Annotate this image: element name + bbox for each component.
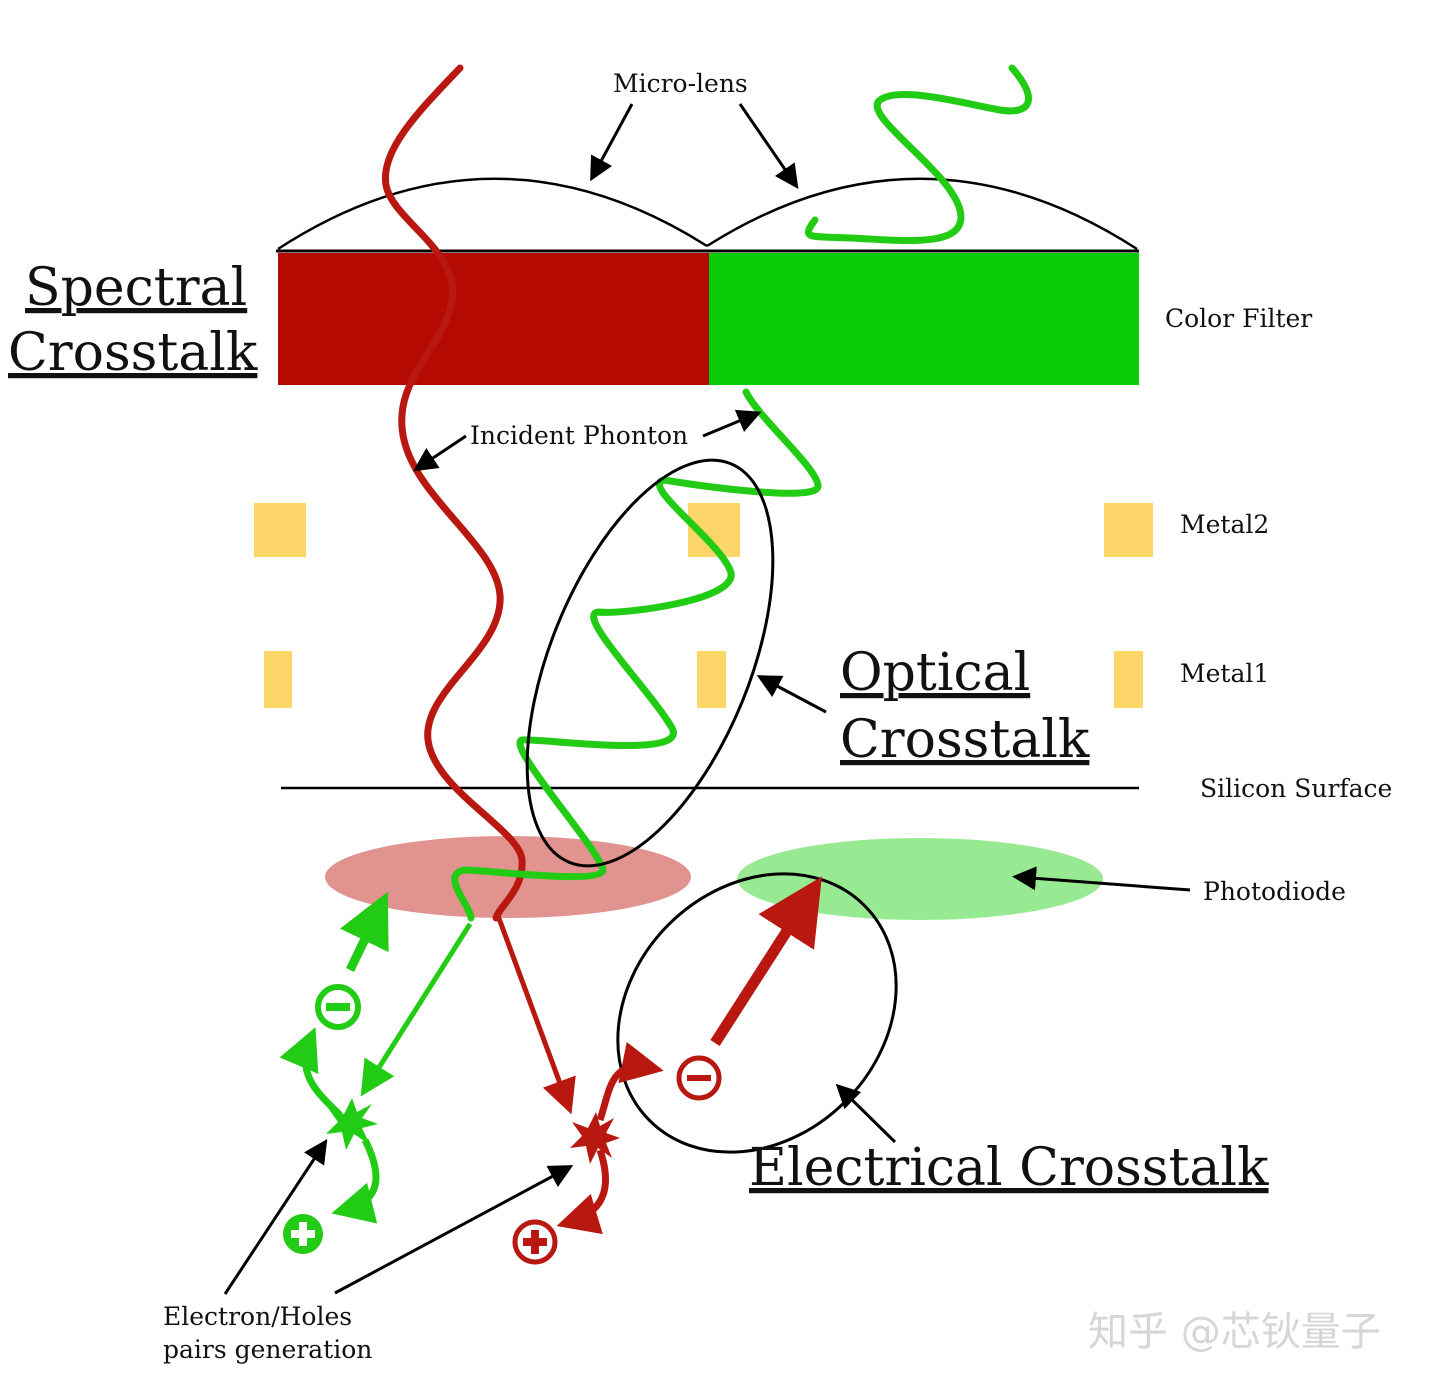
spectral-crosstalk-title-line1: Spectral [25,258,247,318]
micro-lens-label: Micro-lens [613,69,748,98]
red-plus-v [531,1230,539,1254]
red-absorption-arrow [494,912,576,1115]
arrow-eh-green [223,1138,328,1295]
green-generation-star [326,1098,378,1150]
green-photon-wave [451,64,1032,922]
green-absorption-arrow [360,922,473,1097]
green-hole-path [331,1138,380,1224]
red-electron-to-photodiode-arrow [710,876,822,1046]
micro-lens-right [706,177,1138,251]
red-generation-star [570,1112,620,1164]
silicon-surface-label: Silicon Surface [1200,774,1392,803]
green-electron-path [279,1027,343,1118]
arrow-incident-right [702,409,762,438]
micro-lens-left [277,177,708,251]
optical-crosstalk-title-line1: Optical [840,643,1030,703]
metal2-left [254,503,306,557]
arrow-micro-lens-left [590,103,634,182]
arrow-optical [756,675,827,714]
spectral-crosstalk-title-line2: Crosstalk [8,323,258,383]
arrow-electrical [835,1083,897,1144]
red-minus-sign [687,1075,711,1081]
red-color-filter [278,253,709,385]
arrow-photodiode [1012,866,1191,892]
arrow-micro-lens-right [738,103,799,189]
green-photodiode [737,838,1103,920]
electrical-crosstalk-title: Electrical Crosstalk [749,1138,1269,1198]
metal2-right [1104,503,1153,557]
metal1-left [264,651,292,708]
photodiode-label: Photodiode [1203,877,1346,906]
red-electron-path [596,1041,664,1122]
red-photon-wave [381,64,526,922]
green-electron-to-photodiode-arrow [340,891,389,972]
optical-crosstalk-ellipse [525,458,775,868]
arrow-eh-red [334,1165,574,1295]
optical-crosstalk-title-line2: Crosstalk [840,710,1090,770]
green-plus-v [299,1222,307,1246]
color-filter-label: Color Filter [1165,304,1312,333]
metal1-center [697,651,726,708]
arrow-incident-left [413,434,467,472]
incident-photon-label: Incident Phonton [470,421,688,450]
metal1-label: Metal1 [1180,659,1269,688]
green-minus-sign [326,1003,350,1011]
eh-pairs-label-line2: pairs generation [163,1335,372,1364]
metal1-right [1114,651,1143,708]
red-hole-path [556,1148,609,1235]
metal2-label: Metal2 [1180,510,1269,539]
watermark: 知乎 @芯钬量子 [1088,1309,1381,1355]
green-color-filter [709,253,1139,385]
eh-pairs-label-line1: Electron/Holes [163,1302,352,1331]
